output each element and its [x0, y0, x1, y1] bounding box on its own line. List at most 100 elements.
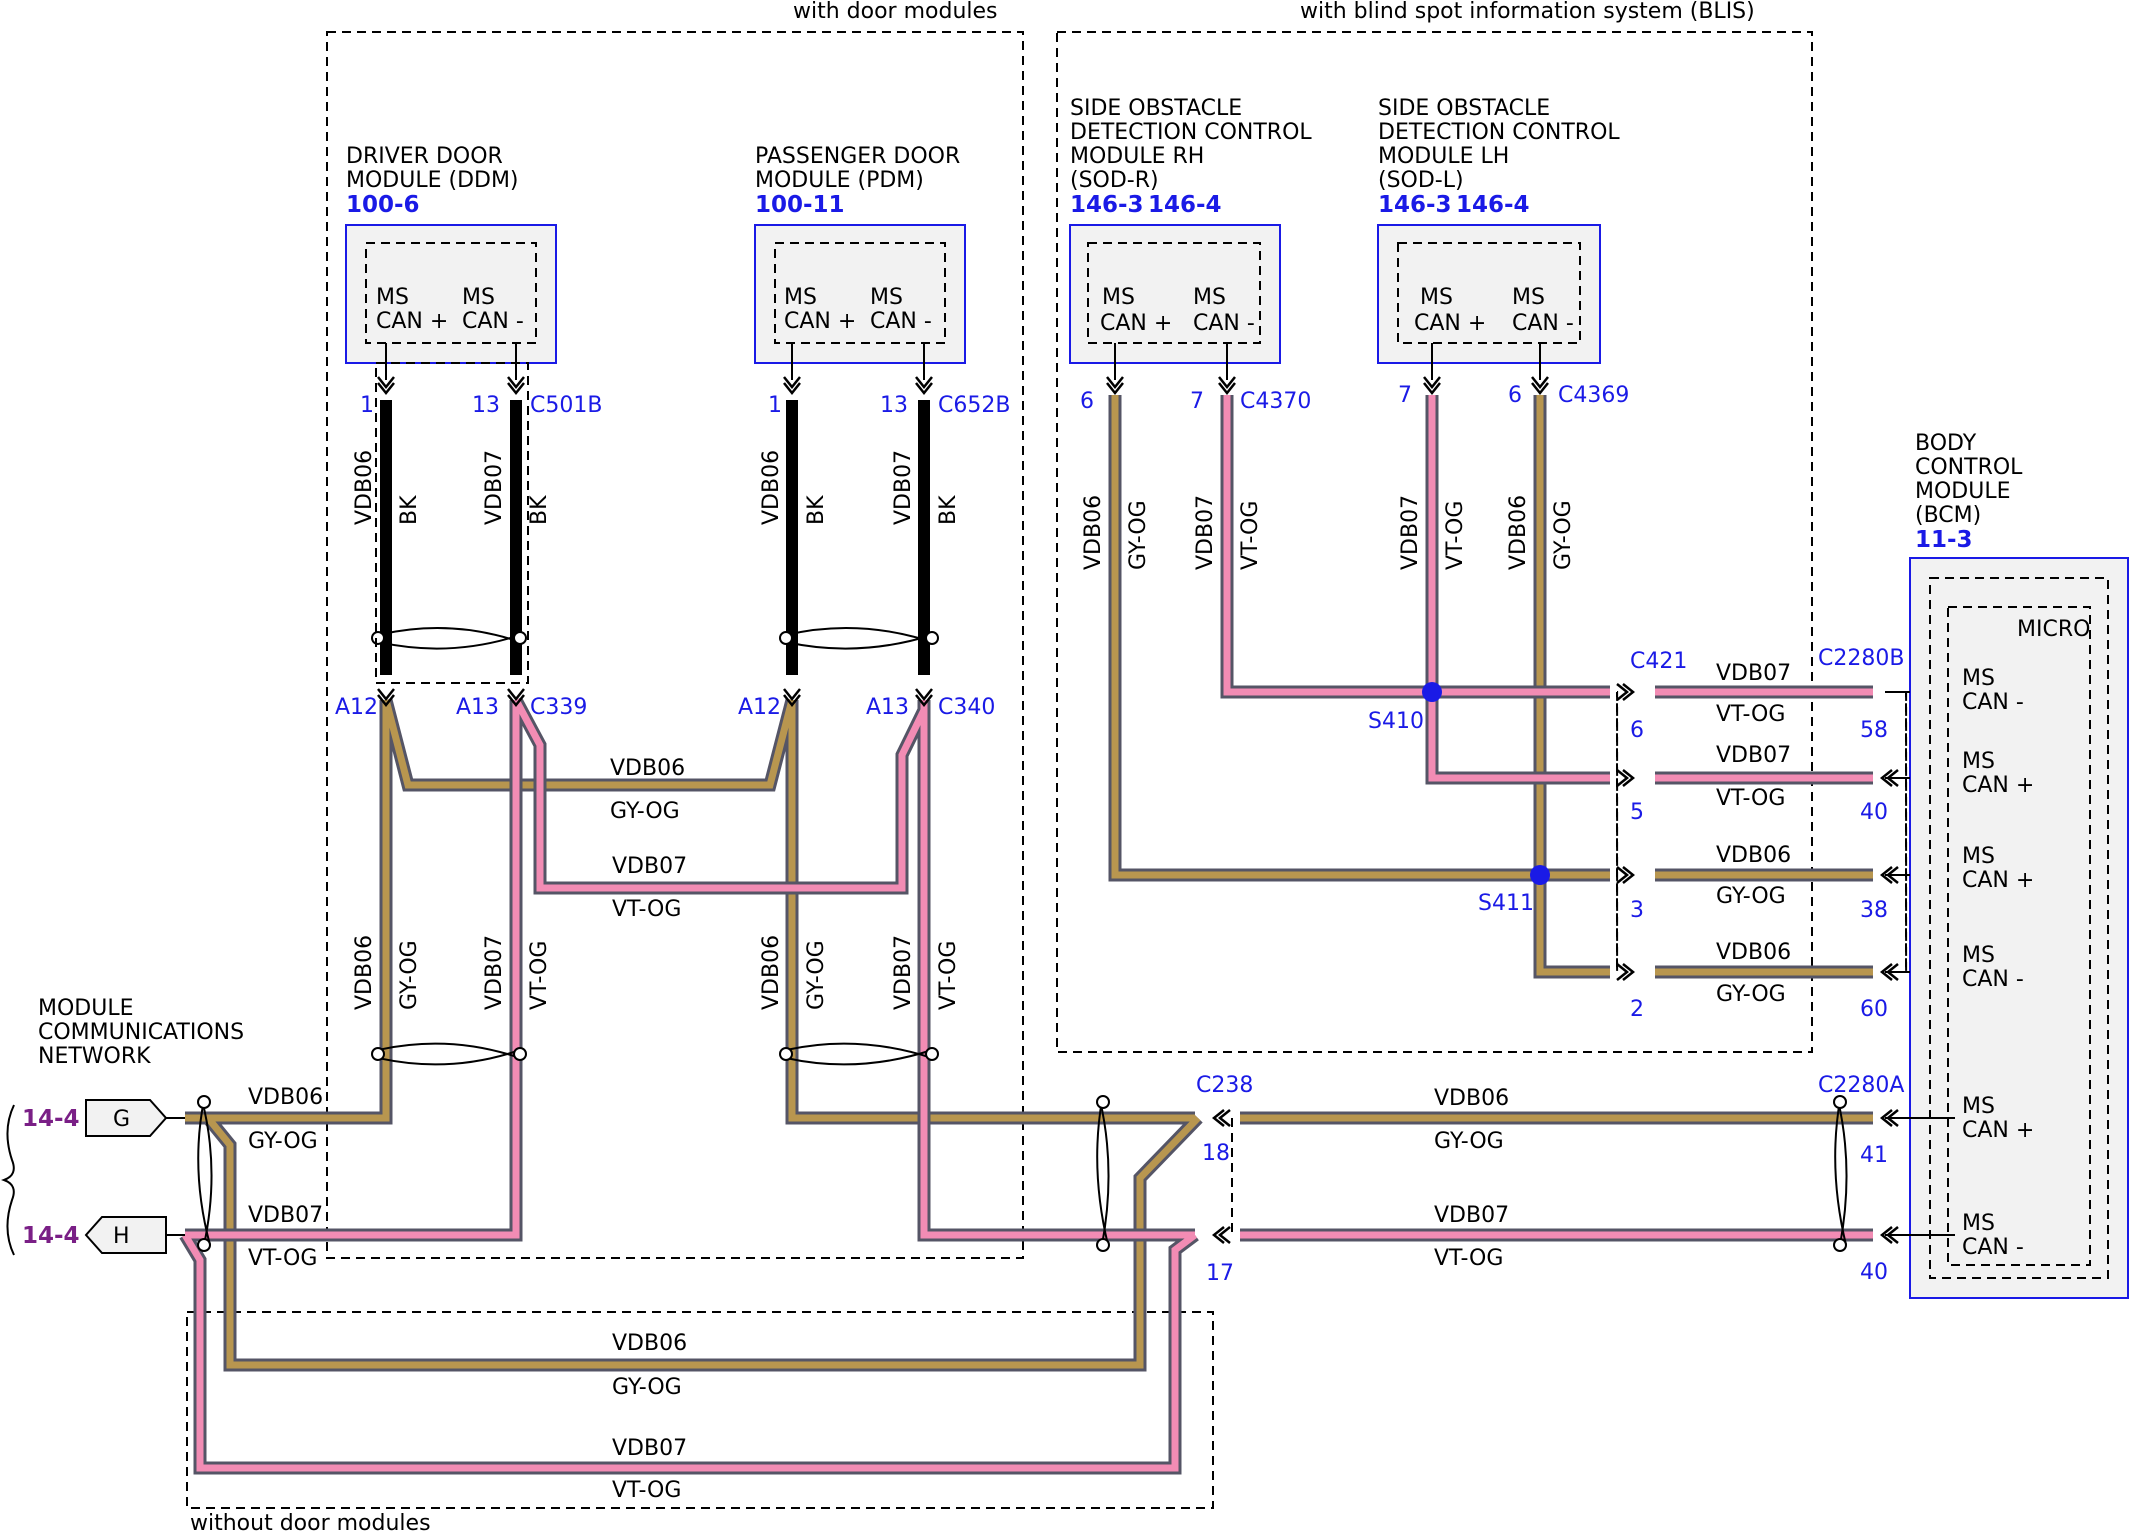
svg-text:5: 5	[1630, 800, 1644, 825]
bcm-micro: MICRO	[2017, 617, 2090, 642]
labels: 1 13 C501B 1 13 C652B 6 7 C4370 7 6 C436…	[248, 383, 1904, 1503]
svg-text:2: 2	[1630, 997, 1644, 1022]
bcm-ref[interactable]: 11-3	[1915, 527, 1973, 553]
mcn-block: MODULE COMMUNICATIONS NETWORK G H 14-4 1…	[1, 996, 244, 1256]
connector-c238[interactable]: C238	[1196, 1073, 1253, 1098]
svg-text:MS: MS	[1193, 285, 1226, 310]
svg-text:(SOD-R): (SOD-R)	[1070, 168, 1159, 193]
wire-outline	[185, 700, 393, 1125]
svg-text:CAN -: CAN -	[1193, 311, 1255, 336]
wire-core	[1111, 395, 1610, 879]
splice-s411[interactable]	[1530, 865, 1550, 885]
pin-h: H	[113, 1224, 130, 1249]
ddm-module: DRIVER DOOR MODULE (DDM) 100-6 MS CAN + …	[345, 144, 557, 684]
svg-text:MODULE: MODULE	[38, 996, 134, 1021]
svg-text:MS: MS	[1420, 285, 1453, 310]
svg-text:VDB06: VDB06	[352, 935, 377, 1010]
svg-text:CAN +: CAN +	[1962, 1118, 2034, 1143]
sodl-ref-1[interactable]: 146-3	[1378, 192, 1452, 218]
svg-text:MS: MS	[784, 285, 817, 310]
svg-text:BK: BK	[397, 495, 422, 525]
svg-text:(SOD-L): (SOD-L)	[1378, 168, 1464, 193]
svg-text:GY-OG: GY-OG	[248, 1129, 318, 1154]
with-door-modules-box	[326, 31, 1024, 1259]
svg-text:MS: MS	[1962, 1211, 1995, 1236]
svg-text:VDB07: VDB07	[1398, 495, 1423, 570]
svg-text:MS: MS	[462, 285, 495, 310]
sodr-module: SIDE OBSTACLE DETECTION CONTROL MODULE R…	[1069, 96, 1312, 380]
svg-text:VT-OG: VT-OG	[1716, 786, 1785, 811]
wire-outline	[510, 696, 930, 895]
twist-markers	[197, 626, 1848, 1252]
svg-text:MS: MS	[1962, 666, 1995, 691]
wire-core	[1223, 395, 1610, 696]
svg-text:MS: MS	[1962, 749, 1995, 774]
pin-g: G	[113, 1107, 130, 1132]
sodr-ref-1[interactable]: 146-3	[1070, 192, 1144, 218]
without-door-modules-label: without door modules	[190, 1511, 431, 1532]
pdm-module: PASSENGER DOOR MODULE (PDM) 100-11 MS CA…	[754, 144, 966, 380]
svg-text:CAN +: CAN +	[784, 309, 856, 334]
svg-text:A12: A12	[738, 695, 781, 720]
svg-text:VT-OG: VT-OG	[1443, 501, 1468, 570]
sodl-module: SIDE OBSTACLE DETECTION CONTROL MODULE L…	[1377, 96, 1620, 380]
svg-text:CAN +: CAN +	[1100, 311, 1172, 336]
connector-c4369[interactable]: C4369	[1558, 383, 1629, 408]
svg-text:VDB07: VDB07	[1716, 743, 1791, 768]
svg-text:6: 6	[1630, 718, 1644, 743]
svg-text:GY-OG: GY-OG	[1434, 1129, 1504, 1154]
connector-c2280a[interactable]: C2280A	[1818, 1073, 1904, 1098]
svg-text:VDB07: VDB07	[1193, 495, 1218, 570]
connector-c501b[interactable]: C501B	[530, 393, 602, 418]
wire-layer	[179, 395, 1873, 1475]
svg-text:MS: MS	[376, 285, 409, 310]
splice-s410[interactable]	[1422, 682, 1442, 702]
svg-text:GY-OG: GY-OG	[397, 940, 422, 1010]
svg-text:3: 3	[1630, 898, 1644, 923]
svg-text:13: 13	[472, 393, 500, 418]
svg-text:SIDE OBSTACLE: SIDE OBSTACLE	[1378, 96, 1550, 121]
connector-c339[interactable]: C339	[530, 695, 587, 720]
svg-text:VDB07: VDB07	[1434, 1203, 1509, 1228]
svg-text:GY-OG: GY-OG	[1551, 500, 1576, 570]
ddm-ref[interactable]: 100-6	[346, 192, 420, 218]
svg-text:7: 7	[1190, 389, 1204, 414]
ref-14-4-h[interactable]: 14-4	[22, 1223, 80, 1249]
connector-c2280b[interactable]: C2280B	[1818, 646, 1904, 671]
svg-text:VDB06: VDB06	[1716, 843, 1791, 868]
svg-text:MODULE LH: MODULE LH	[1378, 144, 1509, 169]
svg-text:1: 1	[360, 393, 374, 418]
svg-text:CAN -: CAN -	[1512, 311, 1574, 336]
connector-c340[interactable]: C340	[938, 695, 995, 720]
svg-text:DETECTION CONTROL: DETECTION CONTROL	[1378, 120, 1620, 145]
svg-text:BK: BK	[936, 495, 961, 525]
svg-text:BK: BK	[527, 495, 552, 525]
svg-text:VDB07: VDB07	[482, 935, 507, 1010]
sodl-ref-2[interactable]: 146-4	[1456, 192, 1530, 218]
wire-outline	[379, 698, 799, 792]
svg-text:VDB06: VDB06	[759, 450, 784, 525]
svg-text:VDB06: VDB06	[1081, 495, 1106, 570]
svg-text:MS: MS	[1962, 844, 1995, 869]
connector-c4370[interactable]: C4370	[1240, 389, 1311, 414]
svg-text:A13: A13	[866, 695, 909, 720]
bk-wires	[380, 400, 930, 675]
svg-text:MS: MS	[870, 285, 903, 310]
ref-14-4-g[interactable]: 14-4	[22, 1106, 80, 1132]
wire-core	[185, 700, 390, 1122]
svg-text:A12: A12	[335, 695, 378, 720]
svg-text:58: 58	[1860, 718, 1888, 743]
svg-text:VDB07: VDB07	[891, 935, 916, 1010]
pdm-ref[interactable]: 100-11	[755, 192, 845, 218]
with-blis-box	[1056, 31, 1813, 1053]
wire-outline	[179, 1229, 1199, 1475]
wire-core	[185, 700, 520, 1239]
svg-text:7: 7	[1398, 383, 1412, 408]
connector-c421[interactable]: C421	[1630, 649, 1687, 674]
svg-text:VDB06: VDB06	[612, 1331, 687, 1356]
connector-c652b[interactable]: C652B	[938, 393, 1010, 418]
svg-text:MODULE RH: MODULE RH	[1070, 144, 1204, 169]
sodr-ref-2[interactable]: 146-4	[1148, 192, 1222, 218]
svg-text:13: 13	[880, 393, 908, 418]
